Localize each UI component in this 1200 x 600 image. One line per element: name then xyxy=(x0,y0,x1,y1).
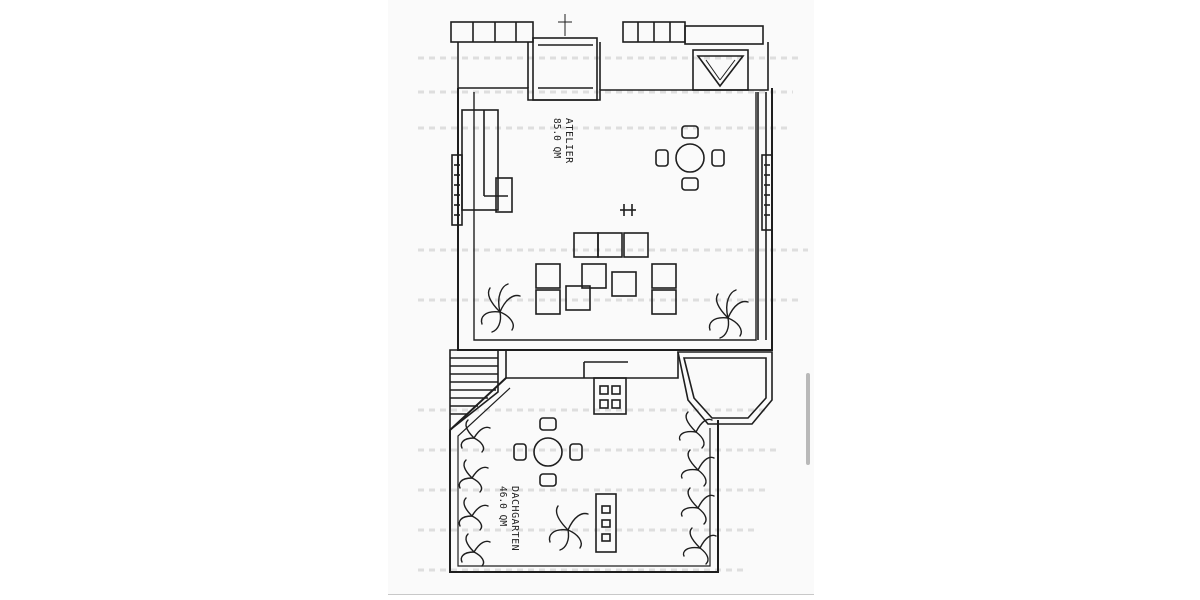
scrollbar-thumb[interactable] xyxy=(806,373,810,465)
floor-plan-sheet: ATELIER 85.0 QM DACHGARTEN 46.0 QM xyxy=(388,0,814,595)
plant-icon xyxy=(682,527,717,565)
garden-table-icon xyxy=(513,417,583,487)
plant-icon xyxy=(680,487,715,525)
window-right xyxy=(761,154,773,231)
plant-icon xyxy=(460,419,491,453)
room-area: 85.0 QM xyxy=(551,118,562,158)
plant-icon xyxy=(460,533,491,567)
kitchen-block xyxy=(593,377,627,415)
bench xyxy=(595,493,617,553)
parapet-left xyxy=(450,21,534,43)
plant-icon xyxy=(458,459,489,493)
plant-icon xyxy=(708,289,749,339)
plant-icon xyxy=(548,505,589,551)
parapet-right xyxy=(684,25,764,45)
plant-icon xyxy=(458,497,489,531)
room-label-dachgarten: DACHGARTEN 46.0 QM xyxy=(497,486,520,551)
walls xyxy=(449,14,773,573)
table-icon xyxy=(655,125,725,191)
skylight-icon xyxy=(692,49,749,91)
plant-icon xyxy=(480,283,521,333)
room-name: ATELIER xyxy=(563,118,574,164)
entry-niche xyxy=(532,37,598,101)
seating-group xyxy=(535,232,677,315)
room-label-atelier: ATELIER 85.0 QM xyxy=(551,118,574,164)
column-marker xyxy=(620,204,636,216)
bay-window xyxy=(677,351,773,425)
floor-plan: ATELIER 85.0 QM DACHGARTEN 46.0 QM xyxy=(418,14,808,573)
chair-icon xyxy=(681,125,699,139)
stair-icon xyxy=(449,349,499,432)
plant-icon xyxy=(678,411,713,449)
plant-icon xyxy=(680,449,715,487)
plants xyxy=(458,283,749,567)
room-area: 46.0 QM xyxy=(497,486,508,526)
room-name: DACHGARTEN xyxy=(509,486,520,551)
counter xyxy=(461,109,513,213)
